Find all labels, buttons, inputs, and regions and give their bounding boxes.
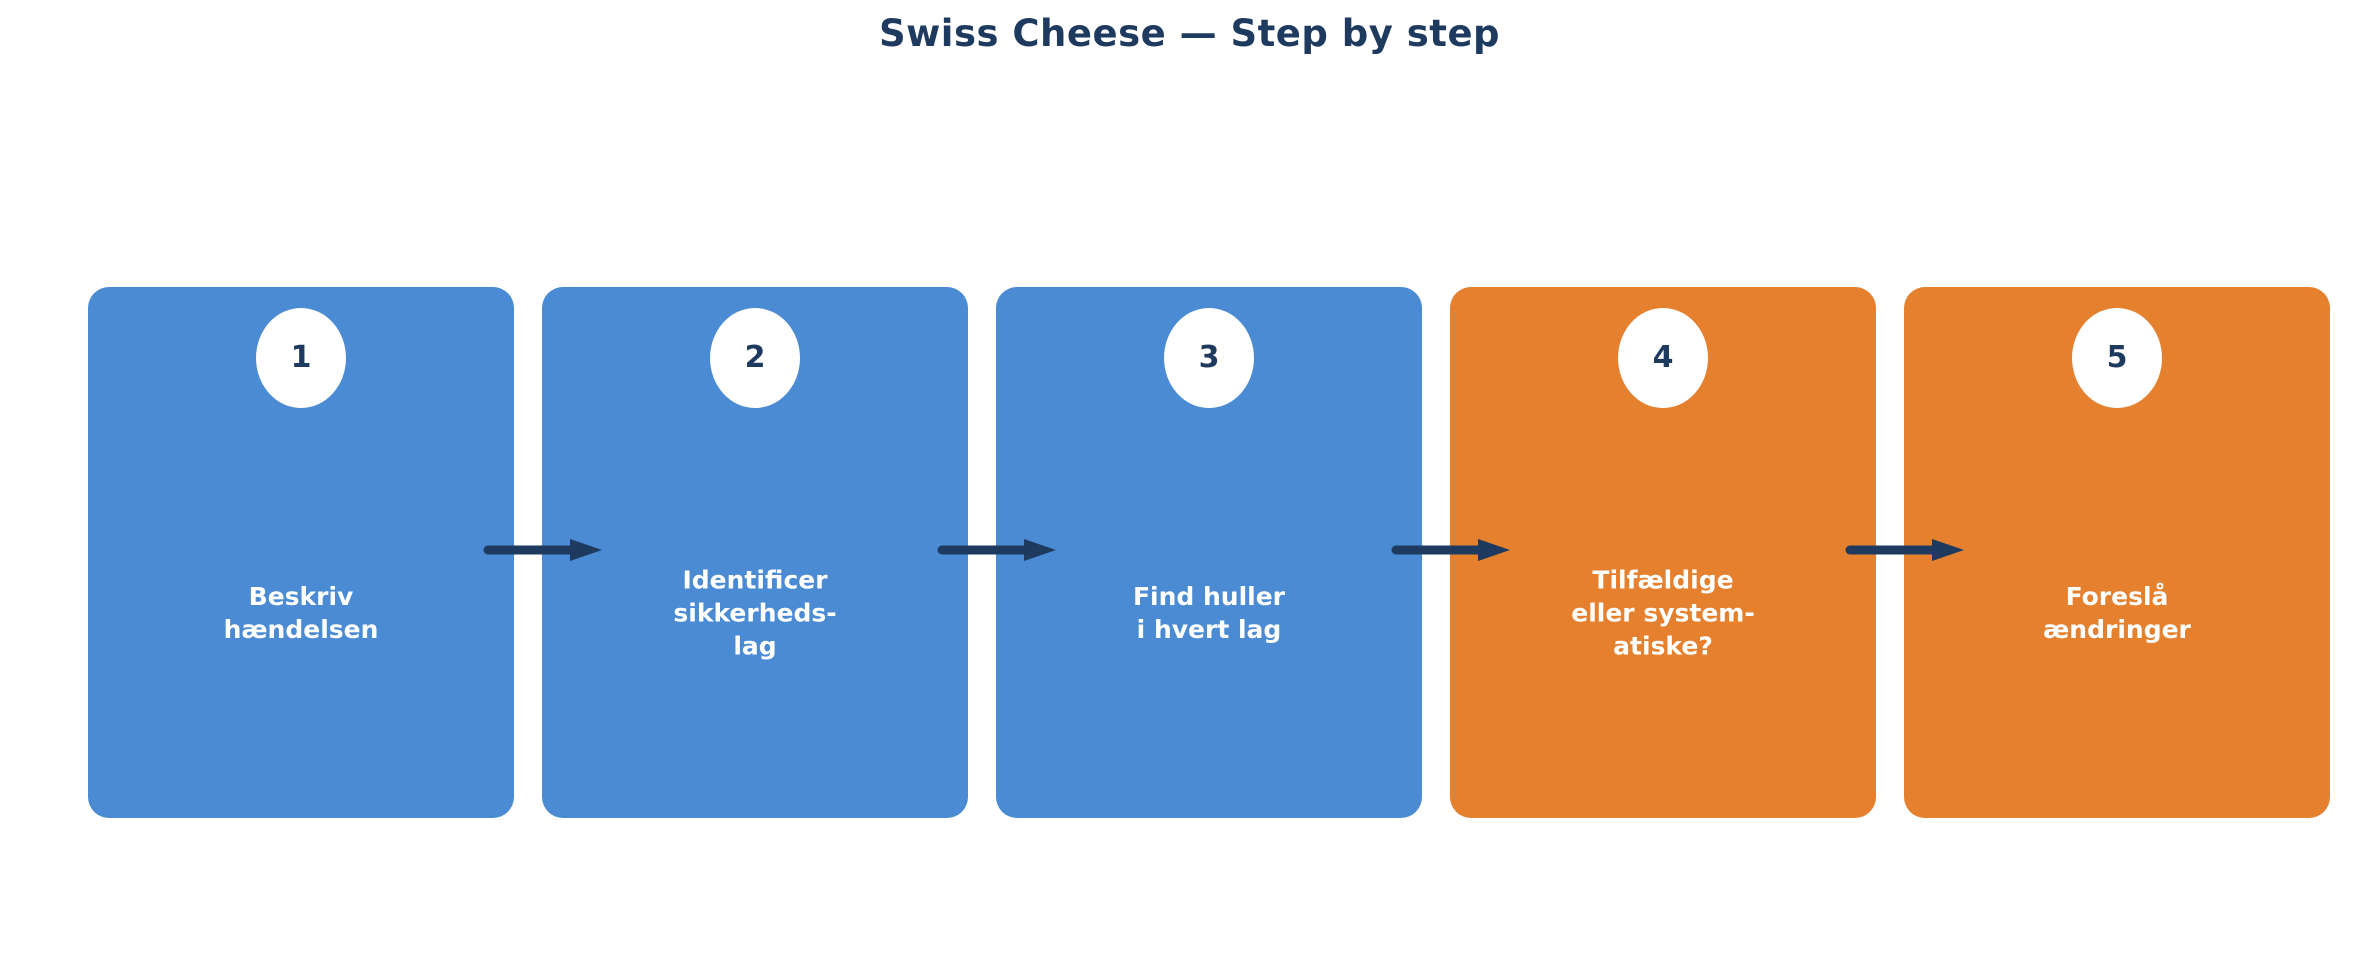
step-card-2[interactable]: 2 Identificer sikkerheds- lag	[542, 287, 968, 818]
step-badge-5: 5	[2072, 308, 2162, 408]
step-flow: 1 Beskriv hændelsen 2 Identificer sikker…	[88, 287, 2330, 818]
arrow-right-icon-4	[1845, 539, 1964, 561]
step-badge-2: 2	[710, 308, 800, 408]
step-number-4: 4	[1652, 340, 1674, 375]
step-label-2: Identificer sikkerheds- lag	[673, 565, 837, 661]
step-badge-4: 4	[1618, 308, 1708, 408]
arrow-right-icon-2	[937, 539, 1056, 561]
arrow-right-icon-3	[1391, 539, 1510, 561]
step-number-1: 1	[290, 340, 312, 375]
page-title: Swiss Cheese — Step by step	[878, 12, 1501, 55]
step-label-5: Foreslå ændringer	[2043, 582, 2191, 644]
step-number-3: 3	[1198, 340, 1220, 375]
step-badge-1: 1	[256, 308, 346, 408]
step-label-3: Find huller i hvert lag	[1132, 582, 1286, 644]
step-card-3[interactable]: 3 Find huller i hvert lag	[996, 287, 1422, 818]
step-card-5[interactable]: 5 Foreslå ændringer	[1904, 287, 2330, 818]
step-number-5: 5	[2106, 340, 2128, 375]
arrow-right-icon-1	[483, 539, 602, 561]
step-card-4[interactable]: 4 Tilfældige eller system- atiske?	[1450, 287, 1876, 818]
step-badge-3: 3	[1164, 308, 1254, 408]
step-card-1[interactable]: 1 Beskriv hændelsen	[88, 287, 514, 818]
step-label-4: Tilfældige eller system- atiske?	[1571, 565, 1755, 661]
step-number-2: 2	[744, 340, 766, 375]
step-label-1: Beskriv hændelsen	[223, 582, 379, 644]
